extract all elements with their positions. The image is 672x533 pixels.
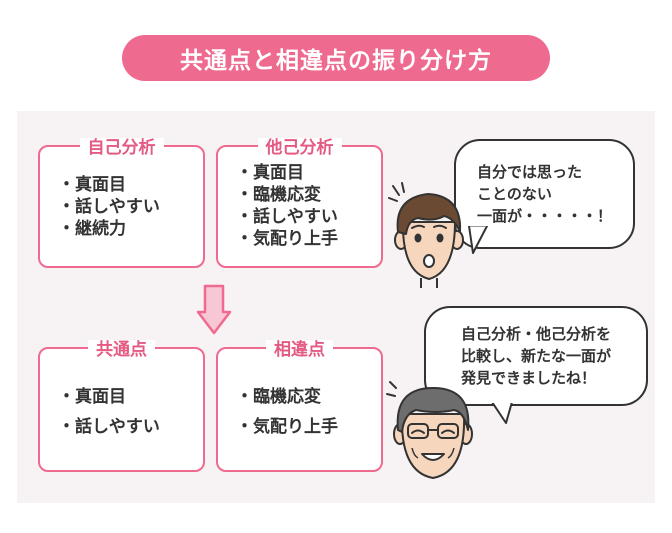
list-item: 話しやすい	[58, 196, 160, 218]
self-analysis-list: 真面目 話しやすい 継続力	[58, 174, 160, 240]
list-item: 話しやすい	[58, 412, 160, 442]
different-points-list: 臨機応変 気配り上手	[236, 382, 338, 442]
speech-tail	[468, 226, 488, 254]
self-analysis-title: 自己分析	[79, 138, 164, 158]
page-title: 共通点と相違点の振り分け方	[122, 35, 550, 81]
speech-bubble-older-text: 自己分析・他己分析を 比較し、新たな一面が 発見できましたね！	[460, 325, 611, 387]
other-analysis-title: 他己分析	[257, 138, 342, 158]
speech-tail	[491, 403, 513, 424]
list-item: 気配り上手	[236, 412, 338, 442]
other-analysis-box: 他己分析 真面目 臨機応変 話しやすい 気配り上手	[216, 138, 383, 268]
common-points-title: 共通点	[88, 340, 155, 360]
list-item: 継続力	[58, 218, 160, 240]
list-item: 真面目	[58, 174, 160, 196]
older-man-avatar	[386, 381, 473, 480]
other-analysis-list: 真面目 臨機応変 話しやすい 気配り上手	[236, 162, 338, 250]
common-points-box: 共通点 真面目 話しやすい	[38, 340, 205, 472]
different-points-box: 相違点 臨機応変 気配り上手	[216, 340, 383, 472]
list-item: 臨機応変	[236, 382, 338, 412]
different-points-title: 相違点	[266, 340, 333, 360]
list-item: 話しやすい	[236, 206, 338, 228]
list-item: 気配り上手	[236, 228, 338, 250]
common-points-list: 真面目 話しやすい	[58, 382, 160, 442]
down-arrow-icon	[196, 284, 232, 335]
list-item: 真面目	[58, 382, 160, 412]
speech-bubble-older: 自己分析・他己分析を 比較し、新たな一面が 発見できましたね！	[424, 306, 648, 406]
list-item: 臨機応変	[236, 184, 338, 206]
list-item: 真面目	[236, 162, 338, 184]
speech-bubble-young-text: 自分では思った ことのない 一面が・・・・・！	[476, 163, 612, 225]
self-analysis-box: 自己分析 真面目 話しやすい 継続力	[38, 138, 205, 268]
young-man-avatar	[388, 182, 464, 288]
